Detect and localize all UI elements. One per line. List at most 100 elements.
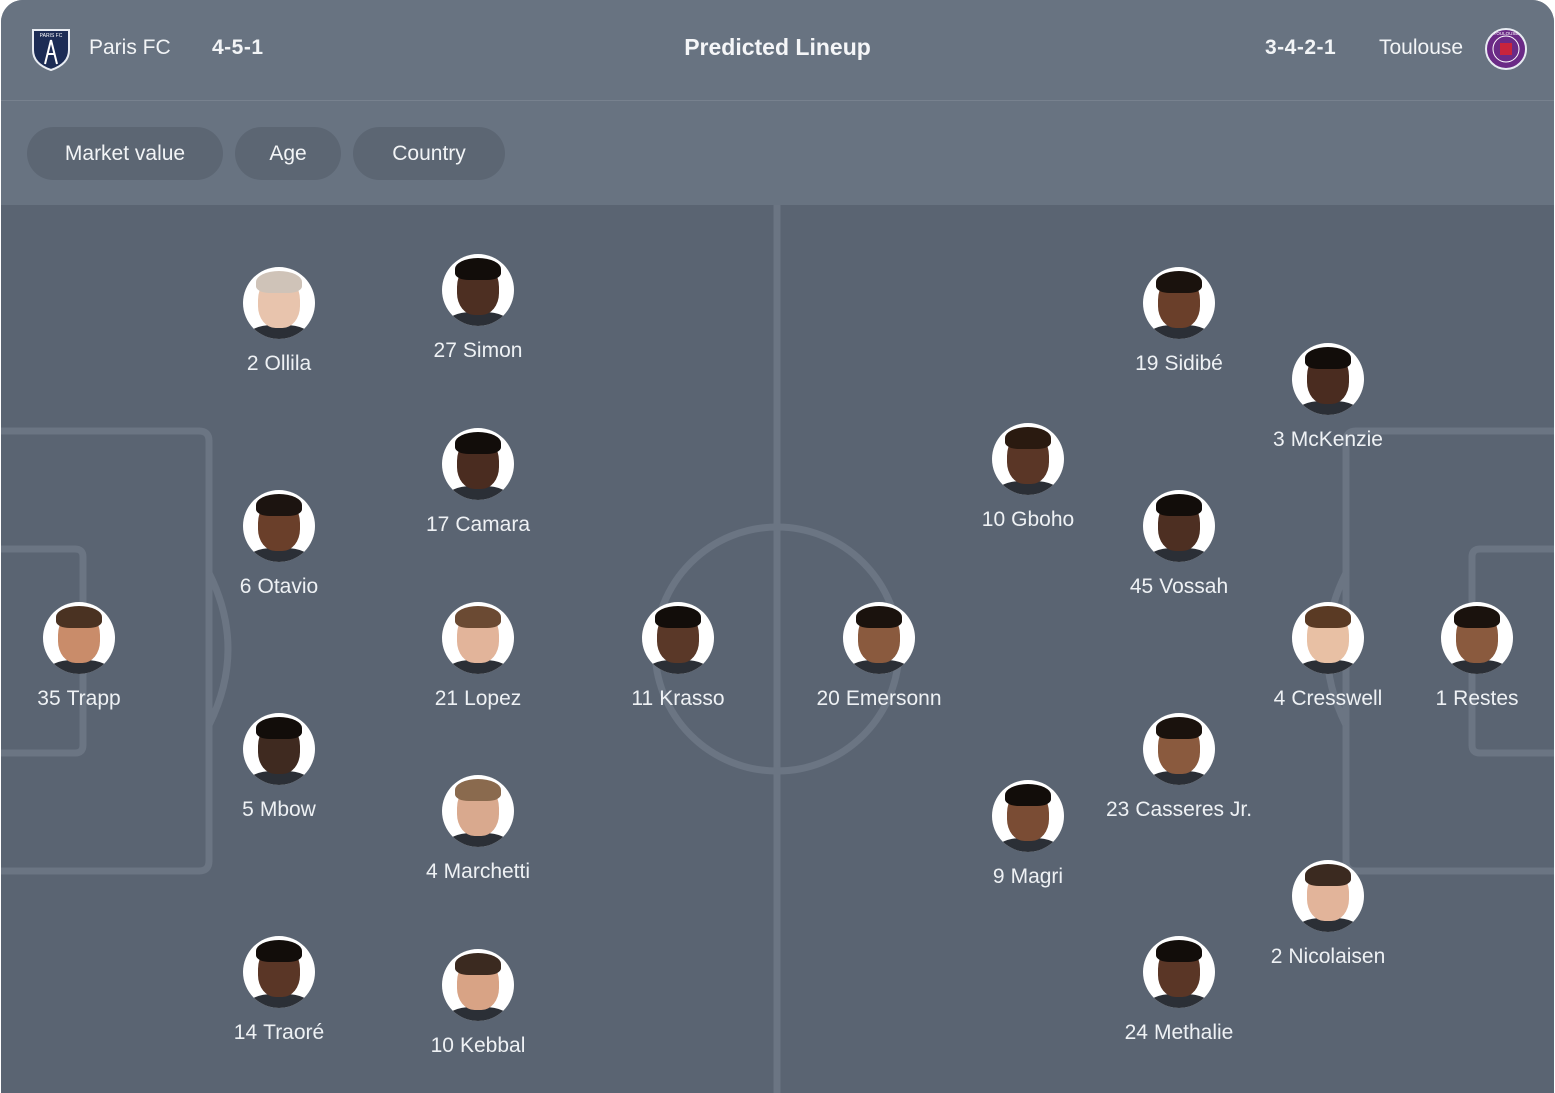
filter-country-chip[interactable]: Country xyxy=(353,127,505,180)
player-avatar[interactable] xyxy=(243,490,315,562)
player-avatar[interactable] xyxy=(243,267,315,339)
player-number: 9 xyxy=(992,865,1005,888)
player-shirt xyxy=(247,325,311,339)
toulouse-crest-icon: TOULOUSE xyxy=(1485,28,1527,70)
player-number: 24 xyxy=(1124,1021,1148,1044)
player-shirt xyxy=(1296,401,1360,415)
player-number: 10 xyxy=(981,508,1006,531)
player-avatar[interactable] xyxy=(442,949,514,1021)
player-number: 19 xyxy=(1135,352,1159,375)
player-hair xyxy=(1305,864,1351,886)
away-team-name[interactable]: Toulouse xyxy=(1379,36,1464,59)
player-avatar[interactable] xyxy=(992,780,1064,852)
player-shirt xyxy=(247,548,311,562)
lineup-header: PARIS FC Paris FC 4-5-1 Predicted Lineup… xyxy=(1,0,1554,101)
player-avatar[interactable] xyxy=(1441,602,1513,674)
player-name: Traoré xyxy=(263,1021,325,1044)
player-avatar[interactable] xyxy=(442,428,514,500)
player-avatar[interactable] xyxy=(442,602,514,674)
filter-age-chip[interactable]: Age xyxy=(235,127,341,180)
player-number: 45 xyxy=(1129,575,1154,598)
player-avatar[interactable] xyxy=(1292,860,1364,932)
player-avatar[interactable] xyxy=(1143,936,1215,1008)
player-avatar[interactable] xyxy=(442,775,514,847)
player-name: Kebbal xyxy=(459,1034,526,1057)
player-avatar[interactable] xyxy=(1292,343,1364,415)
player-avatar[interactable] xyxy=(1143,490,1215,562)
player-avatar[interactable] xyxy=(43,602,115,674)
player-hair xyxy=(1005,784,1051,806)
player-avatar[interactable] xyxy=(1143,713,1215,785)
player-number: 10 xyxy=(430,1034,454,1057)
player-avatar[interactable] xyxy=(843,602,915,674)
player-hair xyxy=(1156,494,1202,516)
player-avatar[interactable] xyxy=(642,602,714,674)
player-name: Methalie xyxy=(1153,1021,1234,1044)
player-shirt xyxy=(847,660,911,674)
player-shirt xyxy=(247,771,311,785)
player-shirt xyxy=(1147,548,1211,562)
player-hair xyxy=(1156,271,1202,293)
player-avatar[interactable] xyxy=(442,254,514,326)
player-name: Otavio xyxy=(257,575,319,598)
player-name: Vossah xyxy=(1159,575,1229,598)
player-number: 4 xyxy=(425,860,438,883)
home-team-name[interactable]: Paris FC xyxy=(89,36,171,59)
filter-market-value-chip[interactable]: Market value xyxy=(27,127,223,180)
player-avatar[interactable] xyxy=(1143,267,1215,339)
player-shirt xyxy=(1147,325,1211,339)
player-avatar[interactable] xyxy=(243,936,315,1008)
player-avatar[interactable] xyxy=(243,713,315,785)
player-avatar[interactable] xyxy=(1292,602,1364,674)
player-avatar[interactable] xyxy=(992,423,1064,495)
player-number: 1 xyxy=(1435,687,1448,710)
player-hair xyxy=(1156,717,1202,739)
player-hair xyxy=(56,606,102,628)
player-name: Lopez xyxy=(464,687,522,710)
